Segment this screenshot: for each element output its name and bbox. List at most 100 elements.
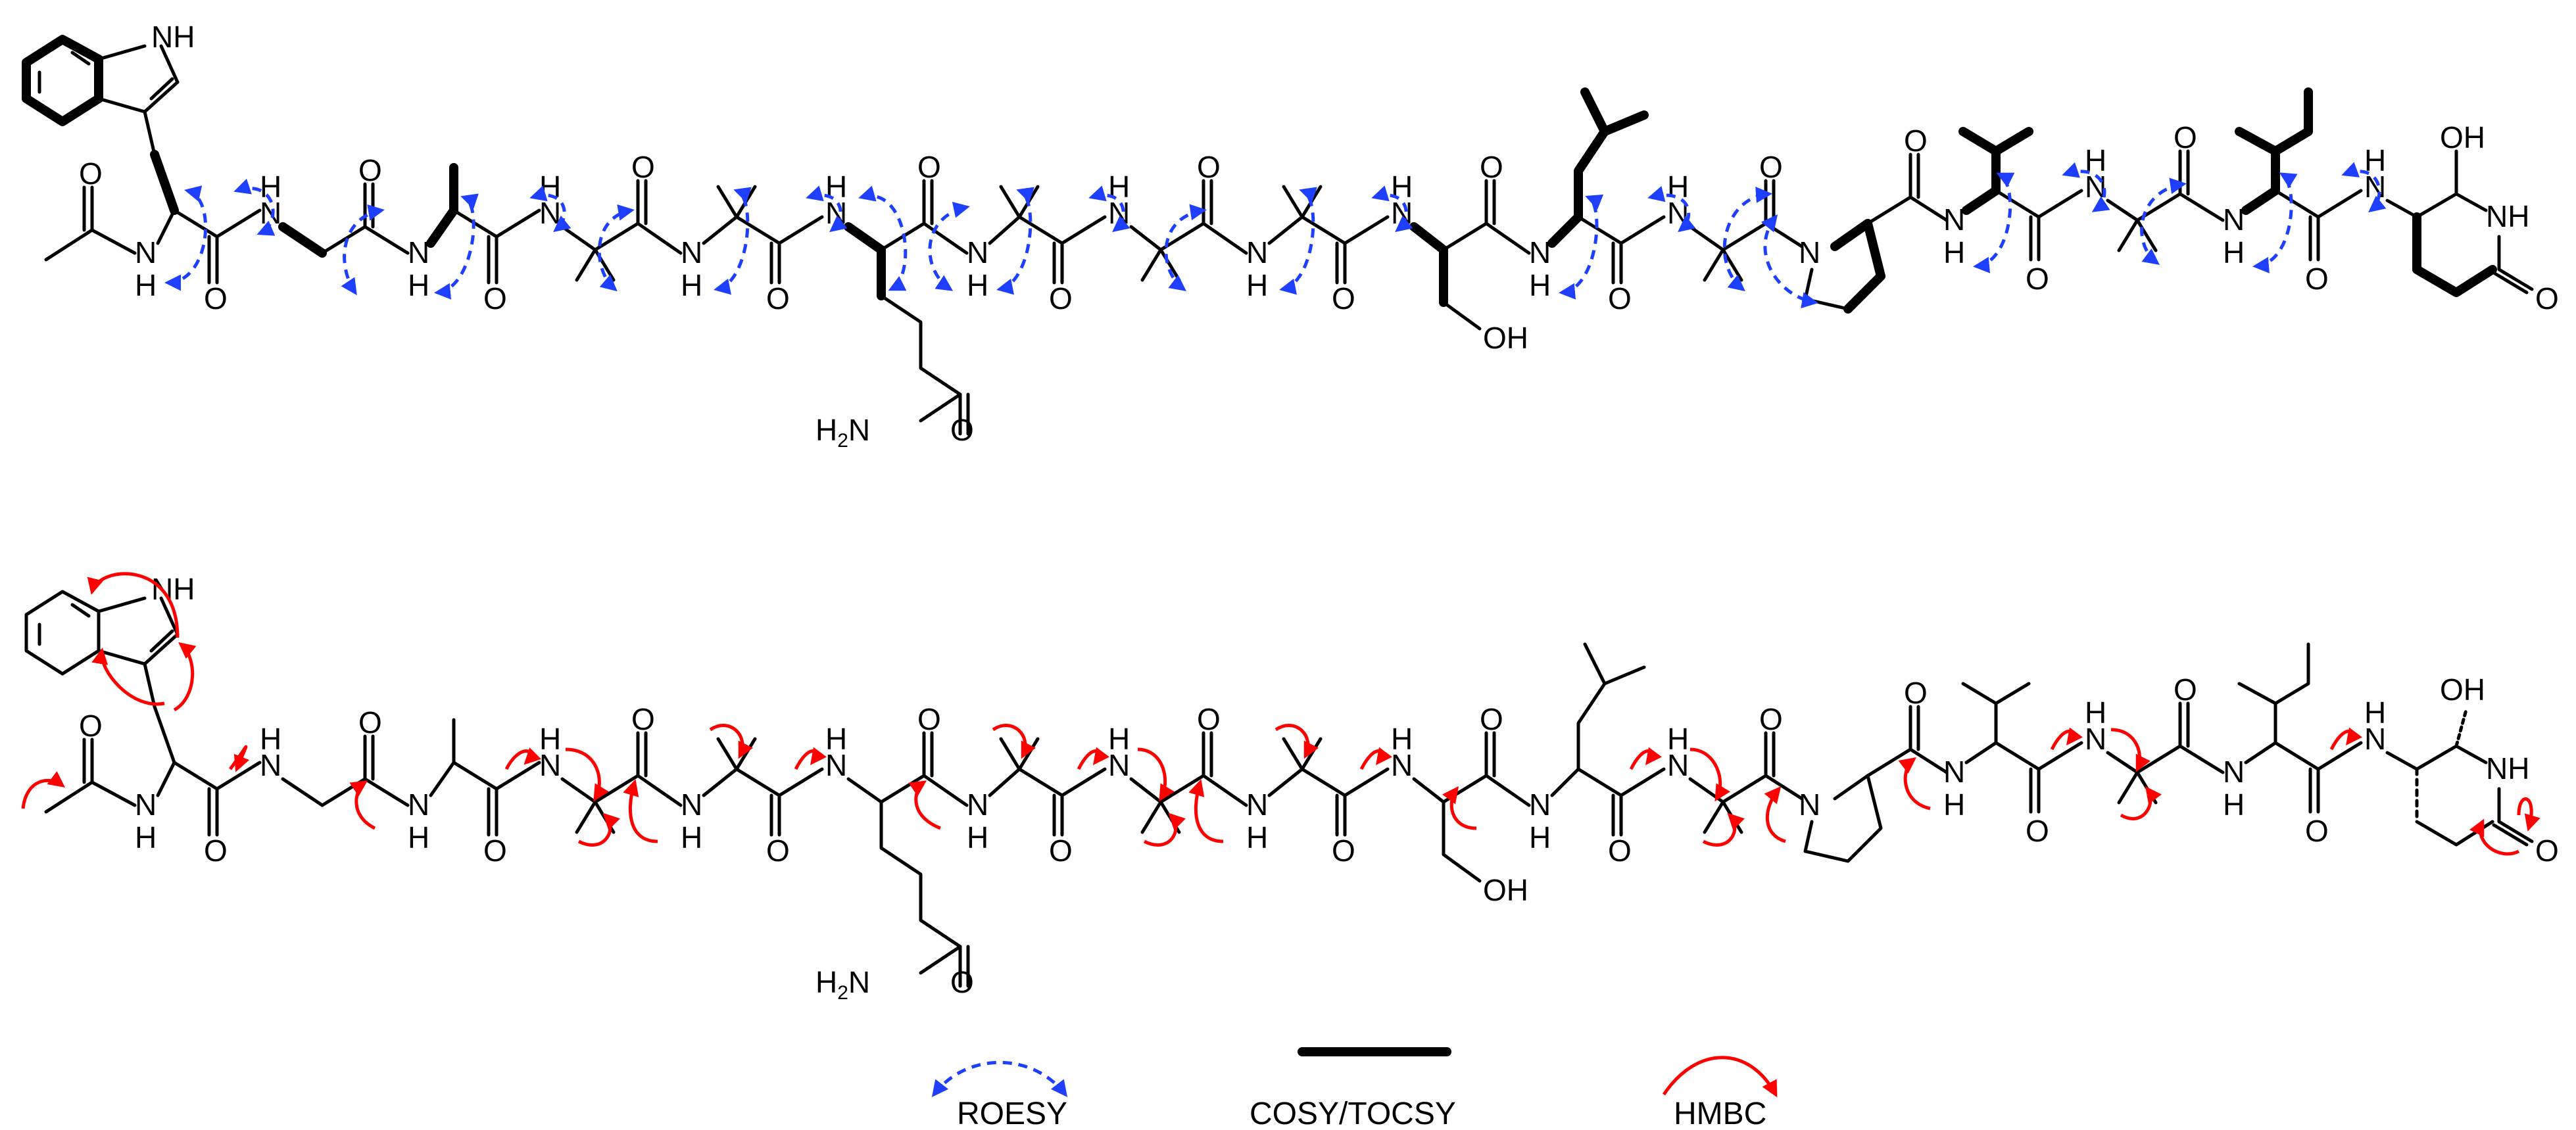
- top-o-7: O: [1049, 281, 1073, 316]
- top-nh-3: N: [408, 235, 429, 270]
- top-nh-9-h: H: [1246, 268, 1268, 302]
- bottom-o-10: O: [1480, 702, 1503, 736]
- bottom-nh-8-h: H: [1108, 722, 1130, 756]
- top-nh-11-h: H: [1529, 268, 1551, 302]
- top-o-14: O: [2026, 262, 2049, 296]
- bottom-nh-16: N: [2364, 722, 2386, 756]
- bottom-pip-o: O: [2535, 834, 2559, 868]
- top-nh-1: N: [135, 235, 157, 270]
- bottom-o-14: O: [2026, 814, 2049, 848]
- bottom-o-9: O: [1332, 834, 1355, 868]
- legend-roesy-label: ROESY: [957, 1096, 1067, 1130]
- top-gln-h2n: H2N: [815, 413, 870, 452]
- bottom-o-2: O: [358, 705, 382, 740]
- top-ser-oh: OH: [1483, 321, 1528, 355]
- bottom-nh-13: N: [1943, 755, 1965, 789]
- bottom-o-4: O: [631, 702, 655, 736]
- bottom-nh-13-h: H: [1943, 788, 1965, 822]
- top-nh-15-h: H: [2223, 235, 2245, 270]
- bottom-o-5: O: [766, 834, 790, 868]
- top-o-8: O: [1197, 150, 1221, 184]
- top-nh-1-h: H: [135, 268, 157, 302]
- bottom-o-7: O: [1049, 834, 1073, 868]
- bottom-nh-5-h: H: [681, 820, 702, 855]
- top-roesy-correlations: [164, 162, 2387, 309]
- legend-cosy-label: COSY/TOCSY: [1250, 1096, 1456, 1130]
- bottom-pip-oh: OH: [2440, 672, 2485, 707]
- bottom-nh-12-h: H: [1667, 722, 1689, 756]
- top-nh-12: N: [1667, 196, 1689, 230]
- legend-cosy: COSY/TOCSY: [1250, 1047, 1456, 1130]
- bottom-nh-5: N: [681, 788, 702, 822]
- bottom-nh-1-h: H: [135, 820, 157, 855]
- top-o-5: O: [766, 281, 790, 316]
- bottom-nh-10-h: H: [1391, 722, 1413, 756]
- top-o-3: O: [483, 281, 507, 316]
- top-indole-nh: NH: [151, 20, 195, 54]
- top-nh-9: N: [1246, 235, 1268, 270]
- bottom-nh-3: N: [408, 788, 429, 822]
- bottom-indole: NH: [24, 572, 195, 765]
- legend-roesy: ROESY: [931, 1060, 1068, 1130]
- bottom-nh-11-h: H: [1529, 820, 1551, 855]
- bottom-nh-6: N: [825, 748, 847, 782]
- bottom-o-11: O: [1608, 834, 1632, 868]
- bottom-o-1: O: [204, 834, 228, 868]
- legend-hmbc: HMBC: [1662, 1056, 1778, 1130]
- top-nh-11: N: [1529, 235, 1551, 270]
- top-o-16: O: [2305, 262, 2329, 296]
- bottom-nh-7: N: [967, 788, 988, 822]
- top-o-13: O: [1904, 124, 1928, 158]
- top-nh-3-h: H: [408, 268, 429, 302]
- top-o-4: O: [631, 150, 655, 184]
- bottom-nh-14: N: [2085, 722, 2106, 756]
- top-o-15: O: [2174, 120, 2197, 154]
- bottom-pip-nh: NH: [2486, 751, 2529, 786]
- top-nh-15: N: [2223, 202, 2245, 237]
- bottom-o-6: O: [917, 702, 941, 736]
- bottom-nh-3-h: H: [408, 820, 429, 855]
- bottom-nh-6-h: H: [825, 722, 847, 756]
- bottom-o-3: O: [483, 834, 507, 868]
- bottom-structure: NH O N H O H N O N H O H N: [21, 572, 2559, 1004]
- bottom-acetyl-o: O: [79, 709, 103, 743]
- bottom-nh-15-h: H: [2223, 788, 2245, 822]
- top-o-2: O: [358, 153, 382, 187]
- bottom-nh-2-h: H: [260, 722, 281, 756]
- top-o-1: O: [204, 281, 228, 316]
- bottom-nh-11: N: [1529, 788, 1551, 822]
- top-pro-n: N: [1799, 235, 1820, 270]
- bottom-nh-15: N: [2223, 755, 2245, 789]
- bottom-pro-n: N: [1799, 788, 1820, 822]
- bottom-gln-h2n: H2N: [815, 965, 870, 1004]
- top-o-12: O: [1759, 150, 1783, 184]
- top-nh-13: N: [1943, 202, 1965, 237]
- top-o-9: O: [1332, 281, 1355, 316]
- top-o-6: O: [917, 150, 941, 184]
- top-indole: NH: [22, 20, 195, 215]
- top-nh-4: N: [539, 196, 561, 230]
- roesy-arrow-icon: [931, 1060, 1068, 1097]
- bottom-nh-4: N: [539, 748, 561, 782]
- top-pip-o: O: [2535, 281, 2559, 316]
- top-structure: NH O N H O H N O N H O H N: [22, 20, 2559, 452]
- bottom-o-16: O: [2305, 814, 2329, 848]
- bottom-nh-4-h: H: [539, 722, 561, 756]
- top-pip-nh: NH: [2486, 199, 2529, 233]
- bottom-nh-9: N: [1246, 788, 1268, 822]
- top-nh-7: N: [967, 235, 988, 270]
- bottom-o-13: O: [1904, 676, 1928, 710]
- bottom-nh-14-h: H: [2085, 695, 2106, 730]
- legend: ROESY COSY/TOCSY HMBC: [931, 1047, 1778, 1130]
- bottom-o-12: O: [1759, 702, 1783, 736]
- top-nh-7-h: H: [967, 268, 988, 302]
- bottom-nh-16-h: H: [2364, 695, 2386, 730]
- bottom-indole-nh: NH: [151, 572, 195, 606]
- bottom-nh-9-h: H: [1246, 820, 1268, 855]
- bottom-nh-10: N: [1391, 748, 1413, 782]
- bottom-nh-8: N: [1108, 748, 1130, 782]
- hmbc-arrow-icon: [1662, 1056, 1778, 1098]
- bottom-hmbc-correlations: [21, 572, 2540, 856]
- top-o-10: O: [1480, 150, 1503, 184]
